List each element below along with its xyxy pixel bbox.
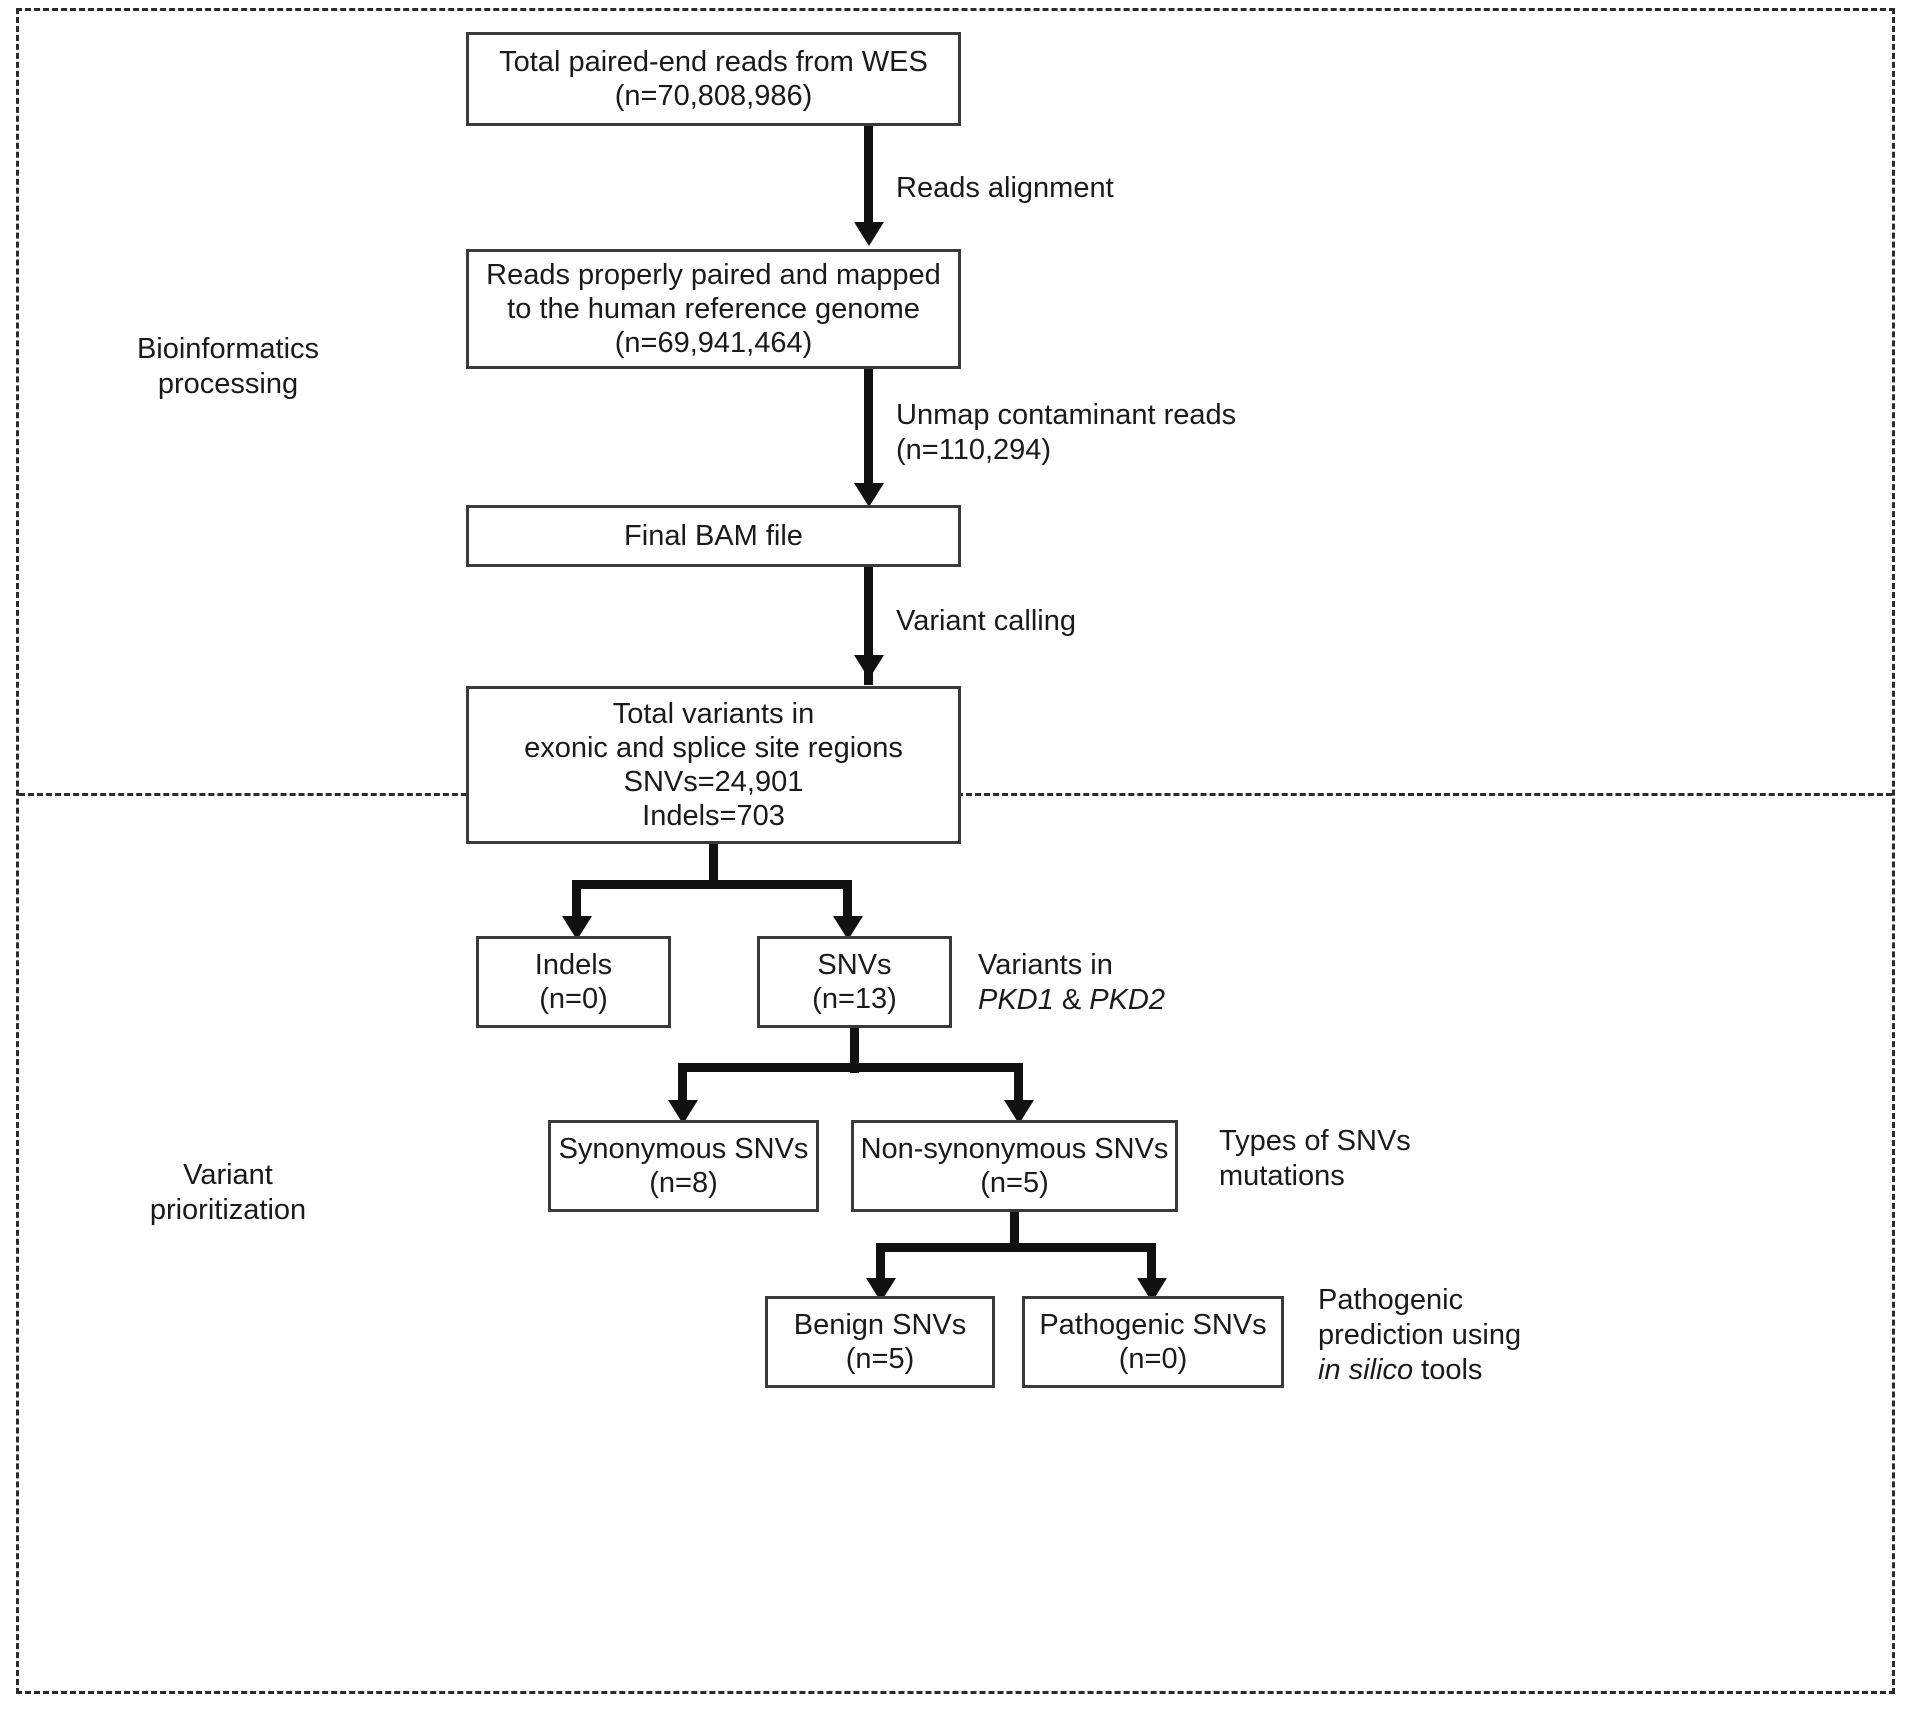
box-pathogenic-snvs-line2: (n=0) [1118, 1343, 1188, 1375]
box-benign-snvs-line1: Benign SNVs [793, 1308, 967, 1341]
box-total-variants-line1: Total variants in [612, 697, 815, 730]
connector-variants-to-snvs-line [843, 880, 852, 925]
connector-snvs-to-synonymous-line [678, 1063, 687, 1108]
annotation-pkd-amp: & [1061, 983, 1082, 1016]
box-synonymous-snvs-line2: (n=8) [649, 1167, 718, 1199]
box-mapped-reads-line2: to the human reference genome [507, 292, 920, 325]
connector-nonsyn-to-pathogenic-line [1147, 1243, 1156, 1285]
box-snvs[interactable]: SNVs (n=13) [757, 936, 952, 1028]
box-total-reads-line2: (n=70,808,986) [614, 80, 813, 112]
edge-label-unmap-contaminant: Unmap contaminant reads (n=110,294) [896, 398, 1236, 468]
box-nonsynonymous-snvs-line2: (n=5) [980, 1167, 1049, 1199]
box-total-reads-line1: Total paired-end reads from WES [499, 45, 928, 78]
box-indels-line2: (n=0) [539, 983, 608, 1015]
annotation-pathogenic-line3-italic: in silico [1318, 1353, 1414, 1386]
annotation-types-of-snvs: Types of SNVs mutations [1219, 1124, 1411, 1194]
edge-label-variant-calling: Variant calling [896, 605, 1077, 637]
box-total-variants-line4: Indels=703 [642, 800, 785, 833]
box-indels-line1: Indels [534, 948, 613, 981]
connector-snvs-to-nonsynonymous-line [1014, 1063, 1023, 1108]
box-indels[interactable]: Indels (n=0) [476, 936, 671, 1028]
box-synonymous-snvs[interactable]: Synonymous SNVs (n=8) [548, 1120, 819, 1212]
connector-variants-to-indels-line [572, 880, 581, 925]
connector-nonsyn-stem [1010, 1212, 1019, 1252]
connector-variants-split-bar [572, 880, 852, 889]
figure-outer-frame [16, 8, 1895, 1694]
box-final-bam-line1: Final BAM file [624, 519, 803, 552]
annotation-pkd-line1: Variants in [978, 949, 1113, 981]
box-snvs-line1: SNVs [817, 948, 892, 981]
box-total-variants-line2: exonic and splice site regions [524, 731, 903, 764]
box-mapped-reads-line3: (n=69,941,464) [614, 327, 813, 360]
edge-label-reads-alignment: Reads alignment [896, 172, 1114, 204]
edge-label-unmap-line1: Unmap contaminant reads [896, 399, 1237, 431]
annotation-pkd-variants: Variants in PKD1 & PKD2 [978, 948, 1165, 1018]
section-label-prioritization-line2: prioritization [149, 1193, 307, 1226]
connector-mapped-to-bam-line [864, 369, 873, 487]
connector-total-to-mapped-arrowhead [854, 222, 884, 246]
edge-label-unmap-line2: (n=110,294) [896, 433, 1052, 466]
annotation-types-line2: mutations [1219, 1159, 1345, 1192]
connector-nonsyn-split-bar [876, 1243, 1156, 1252]
connector-mapped-to-bam-arrowhead [854, 483, 884, 507]
section-label-bioinformatics-line1: Bioinformatics [136, 333, 320, 365]
annotation-pathogenic-line1: Pathogenic [1318, 1284, 1464, 1316]
box-nonsynonymous-snvs-line1: Non-synonymous SNVs [860, 1132, 1169, 1165]
box-nonsynonymous-snvs[interactable]: Non-synonymous SNVs (n=5) [851, 1120, 1178, 1212]
box-total-variants[interactable]: Total variants in exonic and splice site… [466, 686, 961, 844]
connector-nonsyn-to-benign-line [876, 1243, 885, 1285]
annotation-pathogenic-prediction: Pathogenic prediction using in silico to… [1318, 1283, 1521, 1387]
section-label-bioinformatics: Bioinformatics processing [78, 332, 378, 402]
section-label-prioritization: Variant prioritization [78, 1158, 378, 1228]
connector-snvs-stem [850, 1028, 859, 1073]
annotation-pathogenic-line3-rest: tools [1421, 1353, 1483, 1386]
connector-snvs-split-bar [678, 1063, 1023, 1072]
connector-variants-stem [709, 844, 718, 889]
annotation-pkd-gene1: PKD1 [978, 983, 1054, 1016]
box-mapped-reads-line1: Reads properly paired and mapped [486, 258, 941, 291]
section-label-prioritization-line1: Variant [183, 1159, 273, 1191]
connector-bam-to-variants-arrowhead [854, 655, 884, 679]
box-final-bam[interactable]: Final BAM file [466, 505, 961, 567]
box-total-variants-line3: SNVs=24,901 [623, 766, 804, 798]
box-snvs-line2: (n=13) [812, 983, 897, 1015]
box-benign-snvs[interactable]: Benign SNVs (n=5) [765, 1296, 995, 1388]
connector-bam-to-variants-line [864, 567, 873, 685]
box-pathogenic-snvs-line1: Pathogenic SNVs [1039, 1308, 1267, 1341]
box-benign-snvs-line2: (n=5) [845, 1343, 915, 1375]
annotation-pkd-gene2: PKD2 [1089, 983, 1165, 1016]
annotation-pathogenic-line2: prediction using [1318, 1318, 1522, 1351]
box-synonymous-snvs-line1: Synonymous SNVs [558, 1132, 809, 1165]
section-label-bioinformatics-line2: processing [157, 367, 299, 400]
box-pathogenic-snvs[interactable]: Pathogenic SNVs (n=0) [1022, 1296, 1284, 1388]
box-mapped-reads[interactable]: Reads properly paired and mapped to the … [466, 249, 961, 369]
box-total-reads[interactable]: Total paired-end reads from WES (n=70,80… [466, 32, 961, 126]
connector-total-to-mapped-line [864, 126, 873, 226]
annotation-types-line1: Types of SNVs [1219, 1125, 1411, 1157]
